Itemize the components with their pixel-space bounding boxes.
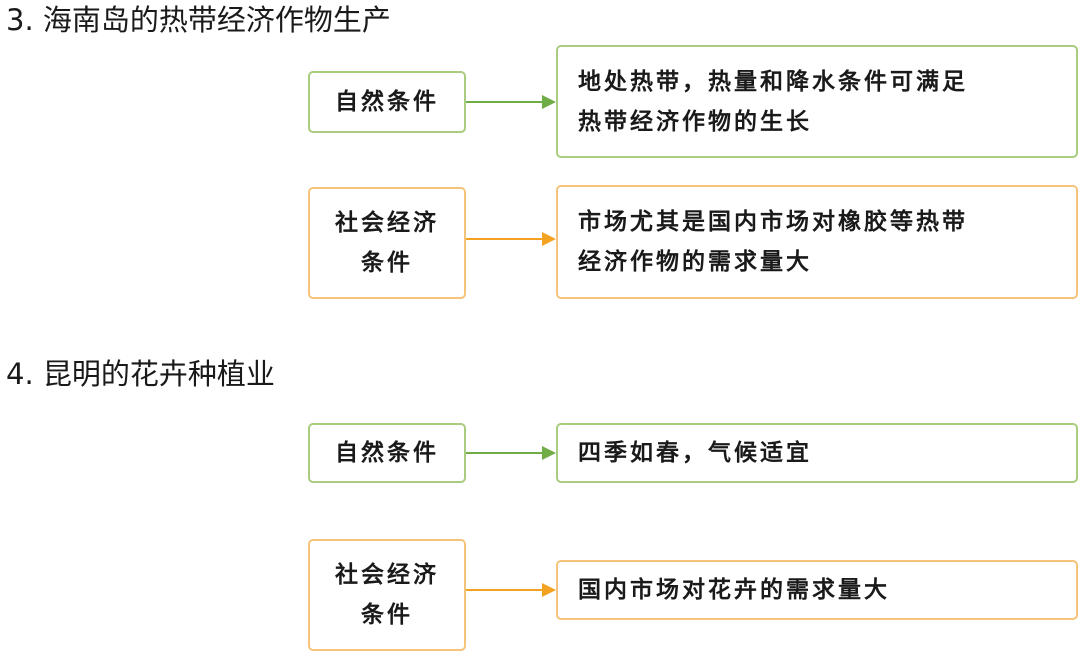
arrow-head-icon	[542, 232, 556, 246]
natural-conditions-label-box: 自然条件	[308, 423, 466, 483]
label-line: 自然条件	[335, 89, 439, 115]
arrow-line	[466, 589, 542, 591]
socioeconomic-conditions-label-box: 社会经济 条件	[308, 539, 466, 651]
description-line: 四季如春，气候适宜	[578, 440, 812, 466]
label-line: 自然条件	[335, 440, 439, 466]
description-text: 地处热带，热量和降水条件可满足 热带经济作物的生长	[578, 62, 968, 142]
arrow-line	[466, 452, 542, 454]
label-text: 社会经济 条件	[335, 555, 439, 635]
label-line: 条件	[361, 250, 413, 276]
label-line: 条件	[361, 602, 413, 628]
socioeconomic-conditions-description-box: 市场尤其是国内市场对橡胶等热带 经济作物的需求量大	[556, 185, 1078, 299]
label-line: 社会经济	[335, 562, 439, 588]
description-line: 地处热带，热量和降水条件可满足	[578, 68, 968, 95]
label-text: 社会经济 条件	[335, 203, 439, 283]
natural-conditions-label-box: 自然条件	[308, 71, 466, 133]
description-text: 市场尤其是国内市场对橡胶等热带 经济作物的需求量大	[578, 202, 968, 282]
description-line: 市场尤其是国内市场对橡胶等热带	[578, 209, 968, 235]
section-4-heading: 4. 昆明的花卉种植业	[6, 357, 275, 391]
description-line: 热带经济作物的生长	[578, 108, 812, 135]
arrow-head-icon	[542, 583, 556, 597]
arrow-line	[466, 238, 542, 240]
description-line: 国内市场对花卉的需求量大	[578, 577, 890, 603]
natural-conditions-description-box: 四季如春，气候适宜	[556, 423, 1078, 483]
natural-conditions-description-box: 地处热带，热量和降水条件可满足 热带经济作物的生长	[556, 45, 1078, 158]
section-3-heading: 3. 海南岛的热带经济作物生产	[6, 3, 391, 37]
arrow-head-icon	[542, 446, 556, 460]
arrow-line	[466, 101, 542, 103]
label-line: 社会经济	[335, 210, 439, 236]
description-line: 经济作物的需求量大	[578, 249, 812, 275]
socioeconomic-conditions-description-box: 国内市场对花卉的需求量大	[556, 560, 1078, 620]
socioeconomic-conditions-label-box: 社会经济 条件	[308, 187, 466, 299]
arrow-head-icon	[542, 95, 556, 109]
